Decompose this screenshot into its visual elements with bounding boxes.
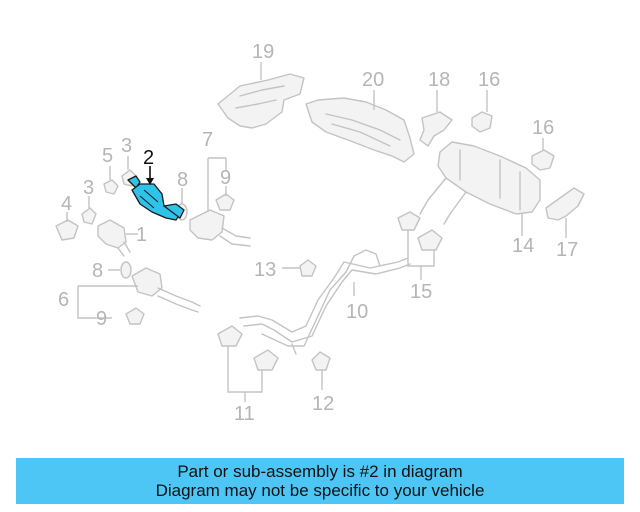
part-16-hanger-lower[interactable] bbox=[531, 138, 555, 171]
callout-12: 12 bbox=[312, 393, 334, 415]
part-5-sensor[interactable] bbox=[103, 166, 119, 195]
callout-8-lower: 8 bbox=[92, 260, 103, 282]
callout-11: 11 bbox=[234, 403, 255, 425]
part-9-bracket-lower[interactable] bbox=[125, 307, 145, 325]
banner-disclaimer-line: Diagram may not be specific to your vehi… bbox=[155, 481, 485, 500]
callout-3-left: 3 bbox=[83, 177, 94, 199]
callout-1: 1 bbox=[136, 224, 147, 246]
part-18-bracket[interactable] bbox=[419, 90, 453, 147]
callout-4: 4 bbox=[61, 193, 72, 215]
part-info-banner: Part or sub-assembly is #2 in diagram Di… bbox=[16, 458, 624, 504]
callout-16-lower: 16 bbox=[532, 117, 554, 139]
banner-part-line: Part or sub-assembly is #2 in diagram bbox=[177, 462, 463, 481]
callout-10: 10 bbox=[346, 301, 368, 323]
part-4-bracket[interactable] bbox=[55, 212, 79, 241]
callout-15: 15 bbox=[410, 281, 432, 303]
part-17-tail-pipe[interactable] bbox=[545, 187, 585, 238]
callout-14: 14 bbox=[512, 235, 534, 257]
part-20-heat-shield[interactable] bbox=[305, 90, 415, 163]
part-19-heat-shield[interactable] bbox=[217, 62, 305, 129]
callout-18: 18 bbox=[428, 69, 450, 91]
callout-9-upper: 9 bbox=[220, 167, 231, 189]
callout-17: 17 bbox=[556, 239, 578, 261]
exhaust-parts-diagram: 19 20 18 16 16 14 17 15 13 10 11 12 7 9 … bbox=[55, 41, 585, 425]
callout-3-upper: 3 bbox=[121, 135, 132, 157]
part-3-bolt-left[interactable] bbox=[81, 196, 97, 225]
part-13-hanger[interactable] bbox=[282, 259, 317, 277]
callout-6: 6 bbox=[58, 289, 69, 311]
part-14-rear-muffler[interactable] bbox=[419, 141, 541, 236]
part-16-hanger-upper[interactable] bbox=[471, 90, 493, 133]
part-8-gasket-lower[interactable] bbox=[108, 261, 132, 279]
callout-16-upper: 16 bbox=[478, 69, 500, 91]
callout-20: 20 bbox=[362, 69, 384, 91]
part-1-converter[interactable] bbox=[97, 219, 138, 257]
part-12-hanger[interactable] bbox=[311, 351, 331, 390]
callout-9-lower: 9 bbox=[96, 308, 107, 330]
part-6-front-pipe-lower[interactable] bbox=[77, 267, 201, 319]
part-15-clamp[interactable] bbox=[397, 211, 443, 280]
part-9-bracket-upper[interactable] bbox=[215, 186, 235, 211]
part-7-front-pipe[interactable] bbox=[189, 157, 251, 247]
callout-13: 13 bbox=[254, 259, 276, 281]
callout-8-upper: 8 bbox=[177, 169, 188, 191]
callout-5: 5 bbox=[102, 145, 113, 167]
part-11-clamp[interactable] bbox=[217, 325, 279, 402]
part-10-exhaust-pipe[interactable] bbox=[239, 249, 411, 355]
callout-7: 7 bbox=[202, 129, 213, 151]
callout-19: 19 bbox=[252, 41, 274, 63]
callout-2: 2 bbox=[143, 147, 154, 169]
part-2-catalytic-converter[interactable] bbox=[127, 166, 185, 221]
